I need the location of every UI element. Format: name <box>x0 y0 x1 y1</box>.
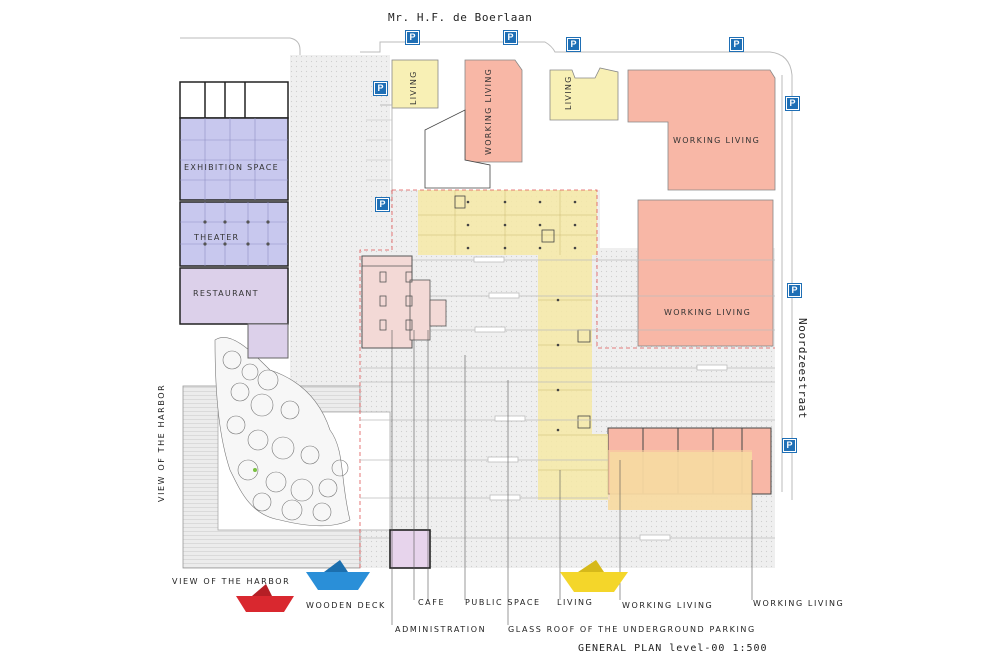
street-name-right: Noordzeestraat <box>796 318 809 420</box>
label-living-2: LIVING <box>564 75 573 110</box>
paper-boats <box>236 560 628 612</box>
parking-icon: P <box>729 37 744 52</box>
parking-icon: P <box>787 283 802 298</box>
tree-landscape <box>214 337 351 527</box>
callout-living: LIVING <box>557 598 594 607</box>
callout-working-living-1: WORKING LIVING <box>622 601 714 610</box>
leader-lines <box>391 330 753 625</box>
callout-view-of-harbor: VIEW OF THE HARBOR <box>172 577 291 586</box>
street-name-top: Mr. H.F. de Boerlaan <box>388 11 533 24</box>
label-exhibition-space: EXHIBITION SPACE <box>184 163 279 172</box>
administration-building <box>361 255 447 569</box>
label-working-living-e: WORKING LIVING <box>664 308 752 317</box>
label-restaurant: RESTAURANT <box>193 289 259 298</box>
plan-caption: GENERAL PLAN level-00 1:500 <box>578 643 768 654</box>
parking-icon: P <box>375 197 390 212</box>
side-label-harbor: VIEW OF THE HARBOR <box>157 383 166 502</box>
blue-boat <box>306 572 370 590</box>
callout-cafe: CAFE <box>418 598 446 607</box>
parking-icon: P <box>782 438 797 453</box>
yellow-boat <box>560 572 628 592</box>
parking-icon: P <box>405 30 420 45</box>
callout-working-living-2: WORKING LIVING <box>753 599 845 608</box>
label-working-living-1: WORKING LIVING <box>484 67 493 155</box>
label-living-1: LIVING <box>409 70 418 105</box>
parking-icon: P <box>566 37 581 52</box>
callout-administration: ADMINISTRATION <box>395 625 487 634</box>
cultural-building <box>179 81 289 359</box>
parking-icon: P <box>785 96 800 111</box>
callout-glass-roof: GLASS ROOF OF THE UNDERGROUND PARKING <box>508 625 756 634</box>
callout-wooden-deck: WOODEN DECK <box>306 601 386 610</box>
site-outline <box>180 37 793 500</box>
parking-icon: P <box>373 81 388 96</box>
parking-icon: P <box>503 30 518 45</box>
callout-public-space: PUBLIC SPACE <box>465 598 541 607</box>
label-theater: THEATER <box>194 233 240 242</box>
red-boat <box>236 596 294 612</box>
glass-roof <box>359 189 775 568</box>
label-working-living-ne: WORKING LIVING <box>673 136 761 145</box>
